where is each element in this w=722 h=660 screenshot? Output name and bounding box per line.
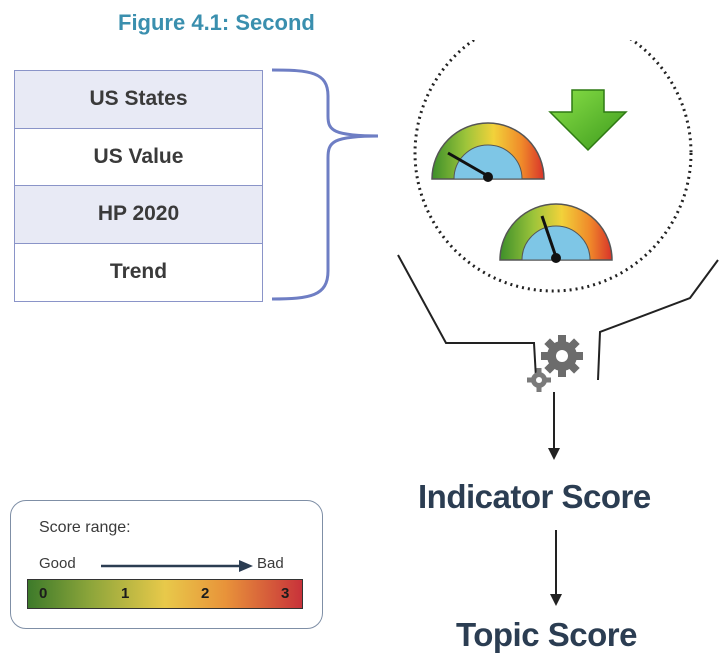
curly-brace-icon — [271, 68, 381, 301]
scale-value-0: 0 — [39, 585, 48, 602]
score-range-legend: Score range: Good Bad 0 1 2 3 — [10, 500, 323, 629]
figure-title-row: Figure 4.1: Second — [0, 6, 722, 40]
figure-title: Figure 4.1: Second — [118, 10, 315, 35]
table-row-hp-2020: HP 2020 — [15, 186, 262, 244]
legend-title: Score range: — [39, 519, 131, 536]
table-row-us-states: US States — [15, 71, 262, 129]
topic-score-label: Topic Score — [456, 616, 637, 653]
funnel-walls — [397, 254, 719, 381]
gauge-icon — [499, 203, 613, 263]
dotted-circle — [413, 13, 693, 293]
scale-value-3: 3 — [281, 585, 290, 602]
down-arrow-icon — [548, 392, 560, 460]
scale-value-2: 2 — [201, 585, 210, 602]
gear-icon — [527, 368, 551, 392]
gear-icon — [541, 335, 583, 377]
down-arrow-icon — [550, 530, 562, 606]
down-arrow-green-icon — [548, 89, 628, 152]
comparison-table: US States US Value HP 2020 Trend — [14, 70, 263, 302]
table-row-us-value: US Value — [15, 129, 262, 186]
indicator-score-label: Indicator Score — [418, 478, 651, 515]
gauge-icon — [431, 122, 545, 182]
table-row-trend: Trend — [109, 260, 168, 284]
right-arrow-icon — [101, 560, 253, 572]
score-gradient-bar — [27, 579, 303, 609]
legend-good-label: Good — [39, 555, 76, 572]
legend-bad-label: Bad — [257, 555, 284, 572]
scoring-graphic — [378, 13, 722, 465]
funnel-illustration — [397, 13, 719, 460]
scale-value-1: 1 — [121, 585, 130, 602]
